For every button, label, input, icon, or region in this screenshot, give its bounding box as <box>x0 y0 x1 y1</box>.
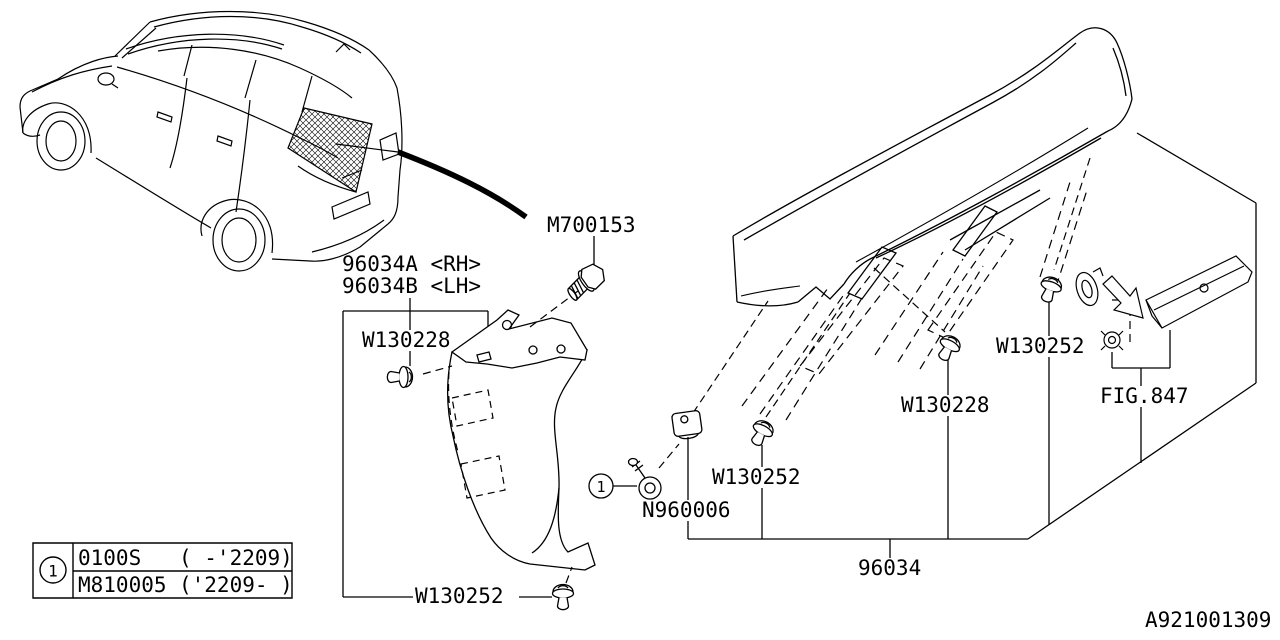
label-w130252-center: W130252 <box>711 465 802 489</box>
legend-callout-1: 1 <box>48 562 58 581</box>
hidden-structure-dashes <box>742 182 1087 420</box>
label-96034a-rh: 96034A <RH> <box>342 252 482 276</box>
bolt-m700153-icon <box>562 260 610 303</box>
car-illustration <box>20 12 402 272</box>
clip-w130252-right-icon <box>1035 273 1065 306</box>
label-n960006: N960006 <box>641 498 732 522</box>
rear-window-hatched <box>288 108 372 192</box>
screw-n960006-icon <box>629 459 662 500</box>
rear-wheel <box>213 209 265 271</box>
front-wheel <box>37 112 85 170</box>
diagram-code: A921001309 <box>1145 608 1272 632</box>
clip-w130252-bottom-icon <box>551 583 575 611</box>
label-96034: 96034 <box>858 556 922 580</box>
label-w130228-right: W130228 <box>900 393 991 417</box>
clip-w130228-left-icon <box>386 365 414 389</box>
label-96034b-lh: 96034B <LH> <box>342 274 482 298</box>
label-w130228-left: W130228 <box>361 328 452 352</box>
label-fig847: FIG.847 <box>1099 384 1190 408</box>
callout-1-diagram: 1 <box>589 474 613 498</box>
label-m700153: M700153 <box>547 213 636 237</box>
side-spoiler-part <box>448 310 595 570</box>
clip-w130252-center-icon <box>745 416 777 451</box>
legend-range-1: ( -'2209) <box>179 546 293 570</box>
legend-row-1: 0100S ( -'2209) <box>78 548 293 569</box>
grommet-icon <box>1101 331 1123 350</box>
pointer-line <box>336 144 526 217</box>
high-mount-lamp <box>1072 256 1252 328</box>
legend-box: 1 <box>33 543 292 598</box>
svg-text:1: 1 <box>596 478 605 496</box>
leader-lines <box>423 133 1256 583</box>
legend-part-m810005: M810005 <box>78 573 167 597</box>
spoiler-drawing <box>733 28 1132 420</box>
legend-range-2: ('2209- ) <box>179 573 293 597</box>
legend-row-2: M810005 ('2209- ) <box>78 575 293 596</box>
label-w130252-bottom: W130252 <box>414 584 505 608</box>
label-96034a-96034b: 96034A <RH>96034B <LH> <box>342 253 481 297</box>
nut-0100s-icon <box>671 410 702 440</box>
clip-w130228-right-icon <box>932 331 964 366</box>
label-w130252-right: W130252 <box>995 334 1086 358</box>
legend-part-0100s: 0100S <box>78 546 142 570</box>
